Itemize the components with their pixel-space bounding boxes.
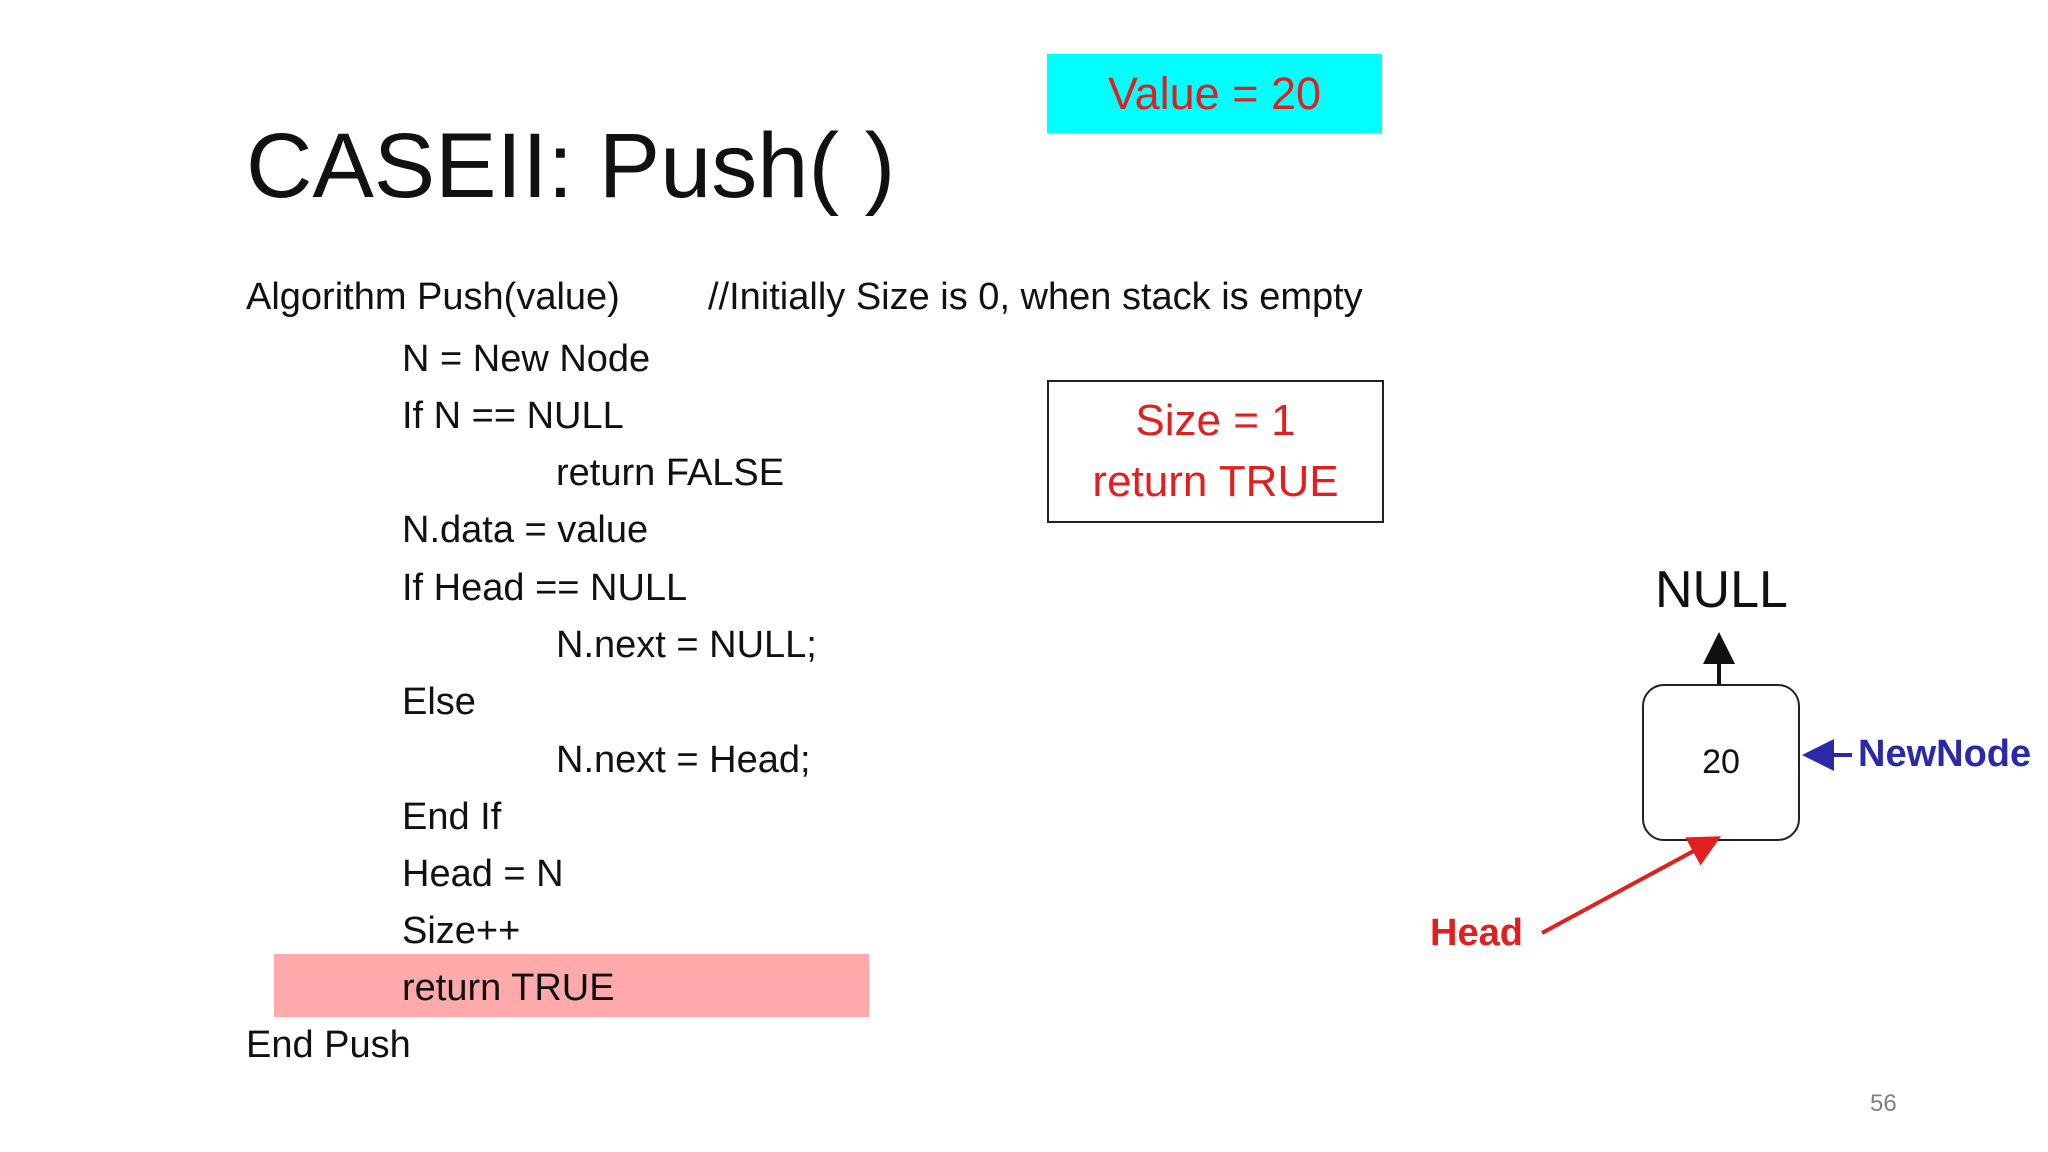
size-box: Size = 1 return TRUE — [1047, 380, 1384, 523]
slide-title: CASEII: Push( ) — [246, 115, 896, 217]
code-line-highlighted: return TRUE — [402, 967, 615, 1009]
code-line: If N == NULL — [402, 395, 624, 437]
code-line: N = New Node — [402, 338, 651, 380]
return-text: return TRUE — [1092, 456, 1339, 506]
algorithm-header: Algorithm Push(value) — [246, 276, 620, 318]
code-line: End If — [402, 796, 502, 838]
head-arrow — [1541, 836, 1722, 935]
code-line: If Head == NULL — [402, 567, 688, 609]
node-value: 20 — [1702, 743, 1740, 781]
code-line: N.next = NULL; — [556, 624, 817, 666]
algorithm-footer: End Push — [246, 1024, 411, 1066]
code-line: Head = N — [402, 853, 564, 895]
code-line: Else — [402, 681, 476, 723]
value-box: Value = 20 — [1047, 54, 1382, 133]
code-line: Size++ — [402, 910, 521, 952]
code-line: N.data = value — [402, 509, 649, 551]
highlight-bar — [274, 954, 869, 1017]
newnode-label: NewNode — [1858, 733, 2032, 775]
code-line: return FALSE — [556, 452, 785, 494]
null-label: NULL — [1655, 561, 1788, 619]
head-label: Head — [1430, 912, 1523, 954]
size-text: Size = 1 — [1135, 395, 1296, 445]
stack-node: 20 — [1642, 684, 1800, 841]
page-number: 56 — [1870, 1090, 1897, 1117]
code-line: N.next = Head; — [556, 739, 811, 781]
value-text: Value = 20 — [1107, 67, 1322, 119]
algorithm-comment: //Initially Size is 0, when stack is emp… — [708, 276, 1363, 318]
